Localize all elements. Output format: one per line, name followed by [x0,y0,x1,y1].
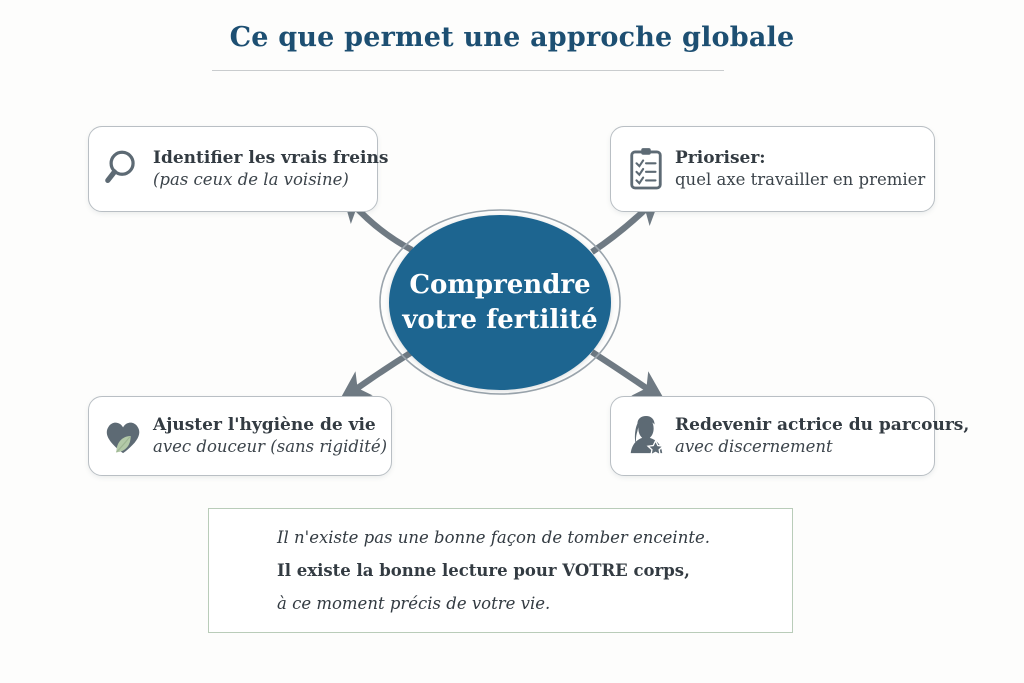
quote-box: Il n'existe pas une bonne façon de tombe… [208,508,793,633]
quote-line-1: Il n'existe pas une bonne façon de tombe… [277,528,710,547]
card-prioriser[interactable]: Prioriser: quel axe travailler en premie… [610,126,935,212]
card-actrice[interactable]: Redevenir actrice du parcours, avec disc… [610,396,969,476]
card-hygiene[interactable]: Ajuster l'hygiène de vie avec douceur (s… [88,396,392,476]
card-actrice-secondary: avec discernement [675,436,833,456]
magnifier-icon [101,144,147,194]
card-prioriser-secondary: quel axe travailler en premier [675,169,926,189]
quote-line-2: Il existe la bonne lecture pour VOTRE co… [277,561,690,580]
card-hygiene-primary: Ajuster l'hygiène de vie [153,414,376,435]
woman-star-icon [623,411,669,461]
quote-line-3: à ce moment précis de votre vie. [277,594,551,613]
card-actrice-text: Redevenir actrice du parcours, avec disc… [675,415,977,458]
card-hygiene-text: Ajuster l'hygiène de vie avec douceur (s… [153,415,395,458]
hub-ring [379,209,621,395]
card-prioriser-text: Prioriser: quel axe travailler en premie… [675,148,933,191]
card-hygiene-secondary: avec douceur (sans rigidité) [153,436,388,456]
card-identifier-secondary: (pas ceux de la voisine) [153,169,349,189]
title-divider [212,70,724,71]
card-actrice-primary: Redevenir actrice du parcours, [675,414,970,435]
hub-circle: Comprendre votre fertilité [389,215,611,390]
card-identifier-text: Identifier les vrais freins (pas ceux de… [153,148,396,191]
card-identifier[interactable]: Identifier les vrais freins (pas ceux de… [88,126,388,212]
hub-line-1: Comprendre [409,270,591,301]
clipboard-checklist-icon [623,144,669,194]
card-identifier-primary: Identifier les vrais freins [153,147,389,168]
card-prioriser-primary: Prioriser: [675,147,766,168]
hub-line-2: votre fertilité [402,304,598,335]
heart-leaf-icon [101,411,147,461]
page-title: Ce que permet une approche globale [229,22,795,53]
